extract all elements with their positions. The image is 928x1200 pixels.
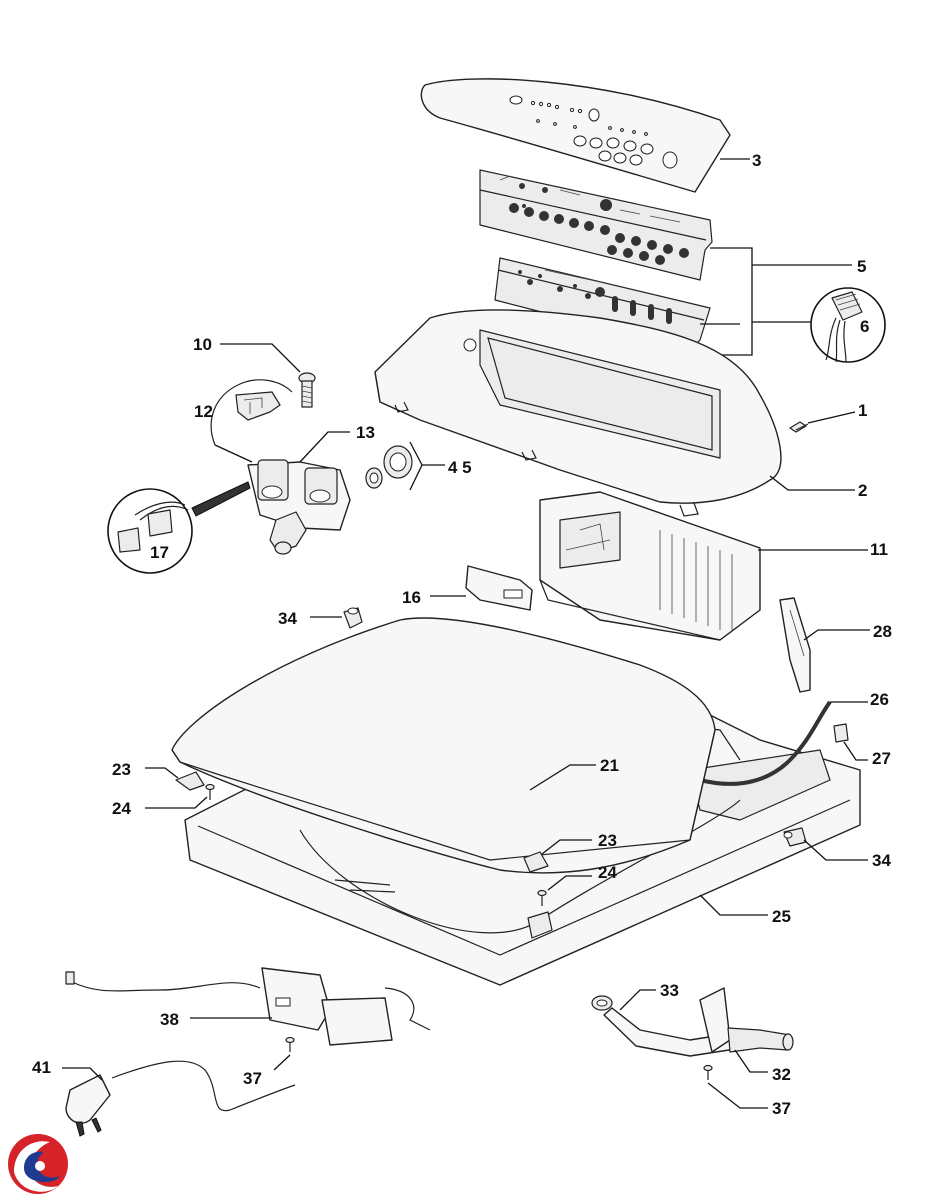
callout-10: 10 (193, 335, 212, 354)
part-34-hinge-pin-upper (343, 607, 363, 629)
callout-16: 16 (402, 588, 421, 607)
part-5-electronic-board (479, 169, 713, 281)
callout-5: 5 (857, 257, 866, 276)
part-38-lid-lock-cable (65, 967, 431, 1046)
part-23-hinge-cover-left (175, 771, 205, 791)
callout-45: 4 5 (448, 458, 472, 477)
part-37-screw-left (285, 1036, 295, 1052)
part-13-inlet-valve (247, 459, 351, 555)
part-3-panel-overlay (420, 78, 731, 193)
part-10-screw (298, 372, 316, 408)
callout-24a: 24 (112, 799, 131, 818)
bracket-5 (695, 247, 753, 356)
callout-37a: 37 (243, 1069, 262, 1088)
callout-23a: 23 (112, 760, 131, 779)
callout-1: 1 (858, 401, 867, 420)
callout-13: 13 (356, 423, 375, 442)
part-11-control-module (539, 491, 761, 641)
callout-27: 27 (872, 749, 891, 768)
callout-12: 12 (194, 402, 213, 421)
part-34-hinge-pin-lower (783, 827, 807, 847)
callout-24b: 24 (598, 863, 617, 882)
part-16-latch (465, 565, 533, 611)
callout-38: 38 (160, 1010, 179, 1029)
part-24-screw-left (205, 783, 215, 800)
part-12-clip (210, 379, 293, 463)
callout-23b: 23 (598, 831, 617, 850)
callout-28: 28 (873, 622, 892, 641)
part-17-connectors-inset (107, 481, 251, 574)
part-21-lid (171, 617, 716, 874)
part-6-connector-inset (810, 287, 886, 363)
callout-34b: 34 (872, 851, 891, 870)
callout-32: 32 (772, 1065, 791, 1084)
callout-2: 2 (858, 481, 867, 500)
part-26-door-seal (699, 700, 832, 786)
part-1-screw (789, 421, 809, 433)
callout-3: 3 (752, 151, 761, 170)
callout-26: 26 (870, 690, 889, 709)
part-27-clip (833, 723, 849, 743)
callout-11: 11 (870, 540, 888, 559)
callout-25: 25 (772, 907, 791, 926)
brand-logo (8, 1134, 68, 1194)
callout-37b: 37 (772, 1099, 791, 1118)
callout-6: 6 (860, 317, 869, 336)
callout-33: 33 (660, 981, 679, 1000)
part-32-pump-connector (699, 987, 794, 1053)
part-37-screw-right (703, 1064, 713, 1080)
callout-34a: 34 (278, 609, 297, 628)
part-41-power-cord-plug (65, 1060, 296, 1137)
callout-17: 17 (150, 543, 169, 562)
part-45-filter-rings (365, 445, 413, 489)
part-23-hinge-cover-right (523, 851, 549, 873)
callout-41: 41 (32, 1058, 51, 1077)
callout-21: 21 (600, 756, 619, 775)
part-24-screw-right (537, 889, 547, 906)
part-2-control-panel-fascia (374, 309, 782, 517)
part-28-bracket (779, 597, 811, 693)
